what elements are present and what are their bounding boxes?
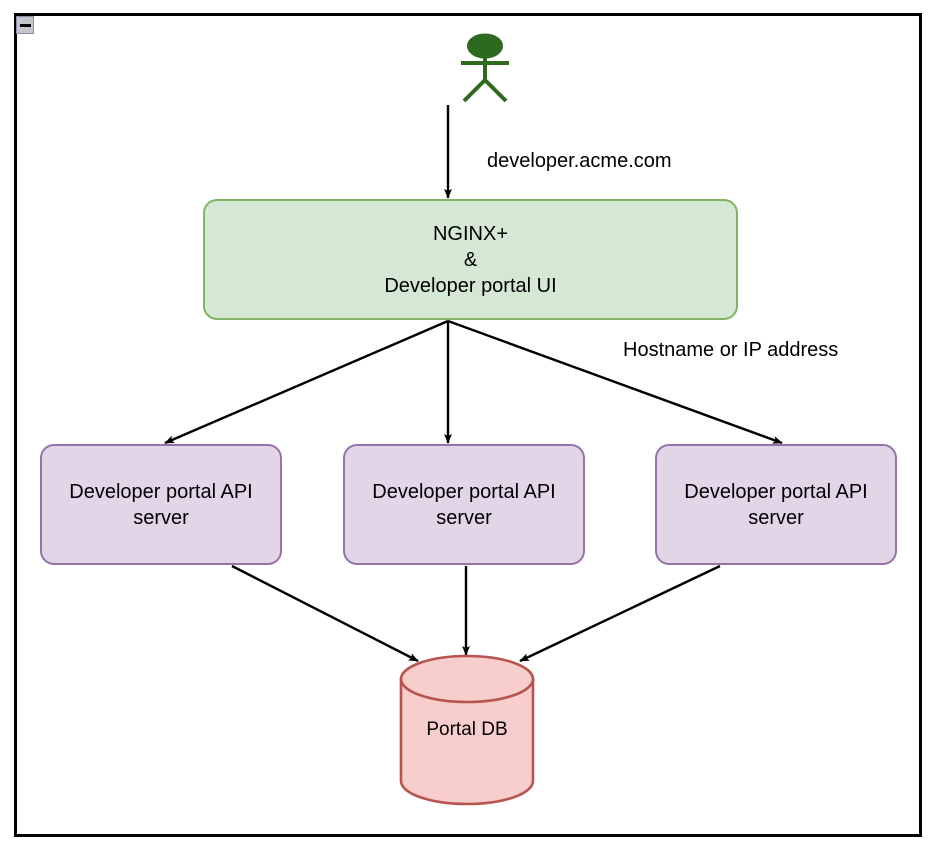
node-api-server-2-label: Developer portal API server (372, 480, 556, 529)
database-cylinder-icon (399, 654, 535, 806)
edge-label-domain: developer.acme.com (487, 150, 672, 172)
edge-label-hostname: Hostname or IP address (623, 339, 839, 361)
node-database[interactable]: Portal DB (399, 654, 535, 806)
collapse-button[interactable] (16, 16, 34, 34)
node-gateway-label: NGINX+ & Developer portal UI (384, 222, 557, 297)
node-gateway[interactable]: NGINX+ & Developer portal UI (203, 199, 738, 320)
node-api-server-3-label: Developer portal API server (684, 480, 868, 529)
node-api-server-3[interactable]: Developer portal API server (655, 444, 897, 565)
minimize-icon (19, 23, 31, 27)
node-api-server-2[interactable]: Developer portal API server (343, 444, 585, 565)
node-database-label: Portal DB (426, 718, 508, 740)
node-api-server-1[interactable]: Developer portal API server (40, 444, 282, 565)
node-api-server-1-label: Developer portal API server (69, 480, 253, 529)
actor-stick-figure-icon (461, 33, 509, 103)
